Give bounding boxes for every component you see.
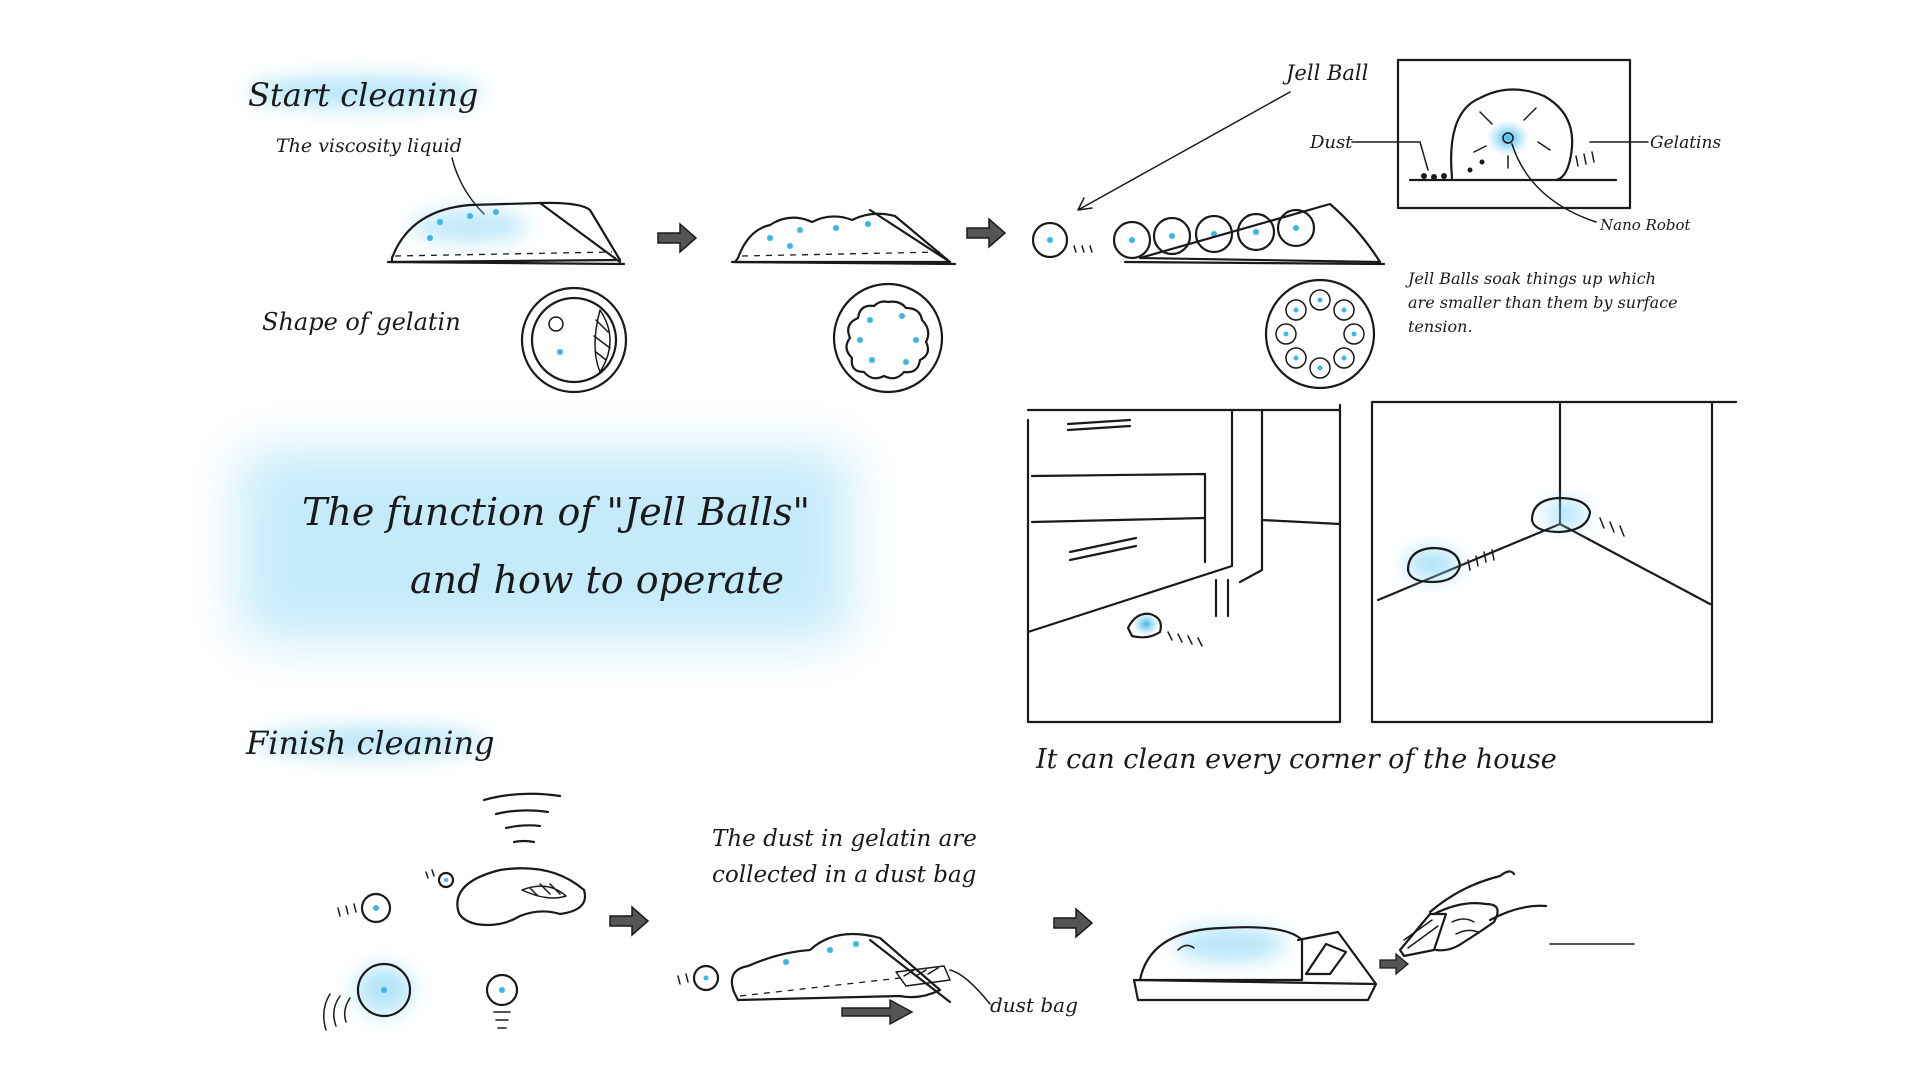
device-with-liquid — [386, 201, 626, 266]
dust-bag-label: dust bag — [990, 993, 1078, 1017]
dust-label: Dust — [1309, 132, 1353, 153]
collect-text-line1: The dust in gelatin are — [712, 826, 977, 852]
corner-scene-desk — [1026, 403, 1342, 724]
jell-ball-note-line2: are smaller than them by surface — [1408, 293, 1678, 312]
jell-ball-detail-box — [1351, 58, 1649, 223]
corner-caption: It can clean every corner of the house — [1035, 744, 1557, 775]
nano-robot-label: Nano Robot — [1599, 216, 1691, 234]
shape-of-gelatin-label: Shape of gelatin — [262, 308, 461, 336]
process-arrow — [1053, 907, 1094, 939]
viscosity-label: The viscosity liquid — [276, 135, 462, 157]
device-collecting-dust — [677, 932, 991, 1026]
returning-jell-balls — [323, 869, 519, 1031]
finish-cleaning-section: Finish cleaning The dust in gelatin are … — [245, 724, 1635, 1031]
start-cleaning-heading: Start cleaning — [248, 76, 478, 114]
direction-arrow — [1379, 952, 1410, 976]
title-line2: and how to operate — [410, 558, 784, 602]
device-removing-dust-bag — [1132, 870, 1635, 1002]
finish-cleaning-heading: Finish cleaning — [245, 724, 495, 762]
title-glow — [240, 450, 850, 640]
device-liquid-wavy — [730, 208, 957, 266]
process-arrow — [966, 217, 1007, 249]
start-cleaning-section: Start cleaning The viscosity liquid — [248, 58, 1721, 394]
signal-waves — [482, 792, 562, 844]
jell-ball-pointer — [1077, 91, 1291, 211]
device-releasing-jell-balls — [1031, 202, 1386, 266]
gelatin-shape-3 — [1264, 278, 1376, 390]
title-line1: The function of "Jell Balls" — [302, 490, 811, 534]
process-arrow — [609, 905, 650, 937]
jell-ball-note-line3: tension. — [1408, 317, 1473, 336]
jell-ball-label: Jell Ball — [1282, 61, 1368, 85]
docked-device — [456, 867, 587, 927]
gelatins-label: Gelatins — [1650, 133, 1721, 153]
process-arrow — [657, 222, 698, 254]
collect-text-line2: collected in a dust bag — [712, 862, 976, 888]
jell-ball-note-line1: Jell Balls soak things up which — [1405, 269, 1656, 288]
viscosity-pointer — [451, 157, 485, 215]
corner-scene-room — [1370, 400, 1738, 724]
gelatin-shape-1 — [520, 286, 628, 394]
gelatin-shape-2 — [832, 282, 944, 394]
direction-arrow — [841, 998, 914, 1026]
